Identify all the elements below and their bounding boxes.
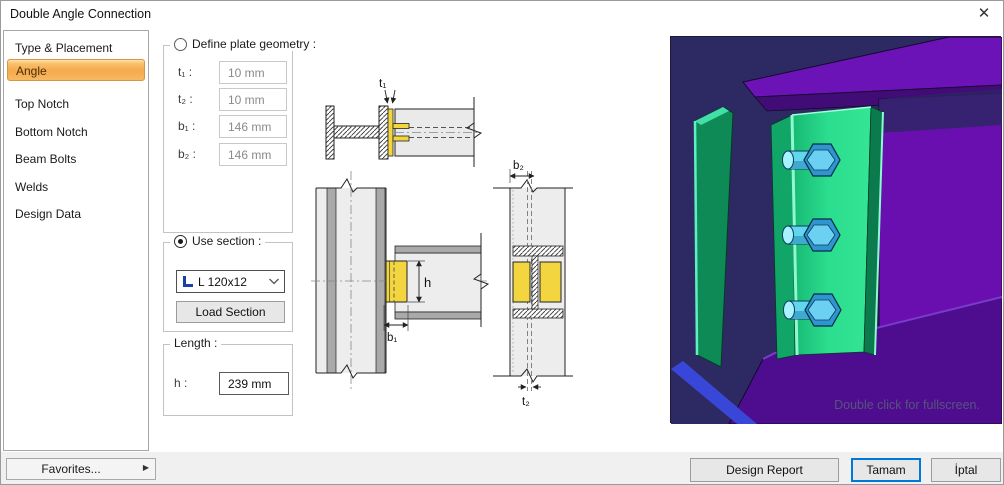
b1-input[interactable] — [219, 115, 287, 138]
t2-dim-label: t₂ — [522, 396, 530, 408]
t1-label: t₁ : — [178, 65, 193, 79]
3d-preview-viewport[interactable]: Double click for fullscreen. — [670, 36, 1002, 424]
sidebar-item-type-placement[interactable]: Type & Placement — [15, 41, 113, 55]
section-dropdown[interactable]: L 120x12 — [176, 270, 285, 293]
plate-geometry-radio-label: Define plate geometry : — [192, 37, 317, 51]
b1-label: b₁ : — [178, 119, 196, 133]
close-icon[interactable]: ✕ — [977, 5, 991, 22]
t2-label: t₂ : — [178, 92, 193, 106]
sidebar-item-angle[interactable]: Angle — [7, 59, 145, 81]
b1-dim-label: b₁ — [387, 332, 397, 344]
bolt-3 — [783, 293, 842, 327]
beam-top-flange — [742, 37, 1002, 98]
t1-input[interactable] — [219, 61, 287, 84]
use-section-radio-label: Use section : — [192, 234, 262, 248]
3d-connection-render: Double click for fullscreen. — [671, 37, 1002, 424]
plate-geometry-group: Define plate geometry : t₁ : t₂ : b₁ : b… — [163, 37, 321, 233]
sidebar-item-design-data[interactable]: Design Data — [15, 207, 82, 221]
cancel-button[interactable]: İptal — [931, 458, 1001, 482]
h-dim-label: h — [424, 275, 431, 290]
bolt-1 — [782, 143, 841, 177]
chevron-down-icon — [269, 278, 279, 285]
plate-geometry-radio-row: Define plate geometry : — [170, 37, 321, 51]
sidebar-item-welds[interactable]: Welds — [15, 180, 49, 194]
section-drawing: b₂ t₂ — [493, 160, 573, 408]
column-edge-highlight — [671, 361, 757, 424]
t2-input[interactable] — [219, 88, 287, 111]
b2-dim-label: b₂ — [513, 160, 524, 172]
bolt-2 — [782, 218, 841, 252]
ok-button[interactable]: Tamam — [851, 458, 921, 482]
sidebar-item-top-notch[interactable]: Top Notch — [15, 97, 70, 111]
use-section-radio[interactable] — [174, 234, 187, 248]
t1-dim-label: t₁ — [379, 76, 386, 90]
elevation-drawing: h b₁ — [311, 171, 490, 390]
l-angle-icon — [183, 276, 193, 287]
sidebar-item-beam-bolts[interactable]: Beam Bolts — [15, 152, 77, 166]
connection-drawings: t₁ — [311, 76, 573, 408]
fullscreen-hint: Double click for fullscreen. — [834, 398, 980, 412]
length-group: Length : h : — [163, 336, 293, 416]
far-angle-plate — [693, 106, 734, 368]
h-label: h : — [174, 376, 188, 390]
h-input[interactable] — [219, 372, 289, 395]
use-section-group: Use section : L 120x12 Load Section — [163, 234, 293, 332]
dialog-title: Double Angle Connection — [10, 7, 152, 21]
sidebar: Type & Placement Angle Top Notch Bottom … — [3, 30, 149, 451]
b2-label: b₂ : — [178, 147, 196, 161]
plate-geometry-radio[interactable] — [174, 37, 187, 51]
section-dropdown-value: L 120x12 — [198, 274, 247, 289]
sidebar-item-bottom-notch[interactable]: Bottom Notch — [15, 125, 88, 139]
design-report-button[interactable]: Design Report — [690, 458, 839, 482]
favorites-button[interactable]: Favorites... ▶ — [6, 458, 156, 480]
load-section-button[interactable]: Load Section — [176, 301, 285, 323]
favorites-arrow-icon: ▶ — [142, 463, 149, 472]
length-group-label-wrap: Length : — [170, 336, 222, 350]
favorites-label: Favorites... — [41, 462, 101, 476]
length-group-label: Length : — [174, 336, 218, 350]
b2-input[interactable] — [219, 143, 287, 166]
use-section-radio-row: Use section : — [170, 234, 266, 248]
top-view-drawing: t₁ — [325, 76, 483, 167]
